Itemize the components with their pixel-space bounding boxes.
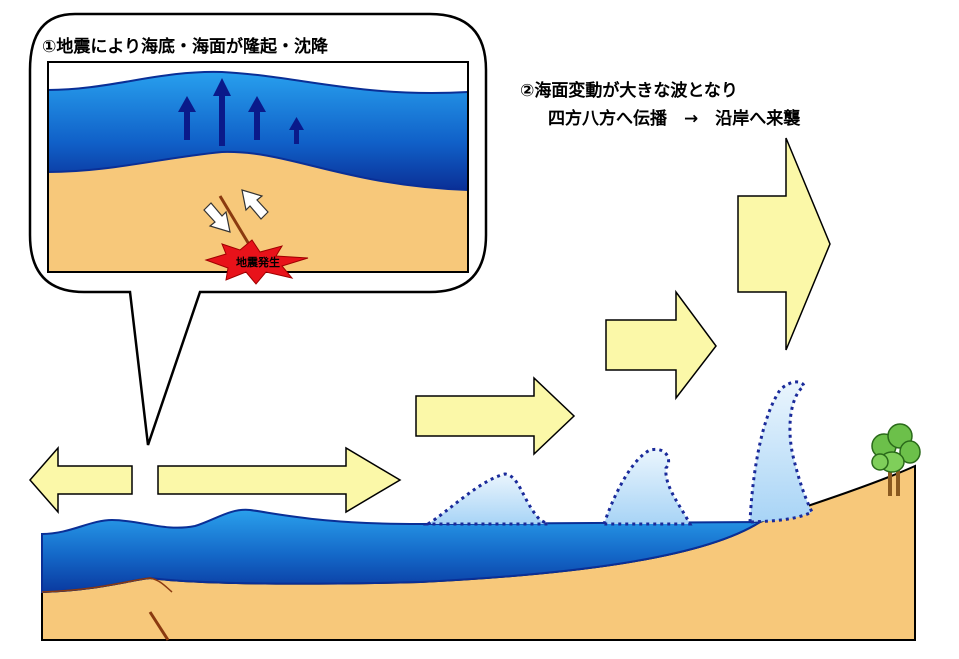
sea xyxy=(41,508,764,594)
inset-fault-line xyxy=(218,195,252,247)
arrow-wave-3 xyxy=(737,137,831,351)
wave-medium xyxy=(601,447,693,526)
uplift-arrow xyxy=(248,96,266,140)
main-fault-line xyxy=(148,611,170,641)
arrow-wave-2 xyxy=(605,289,717,401)
earthquake-burst xyxy=(204,239,309,285)
step2-line1: ②海面変動が大きな波となり xyxy=(520,80,738,101)
wave-large xyxy=(748,380,815,524)
main-cross-section xyxy=(41,464,916,641)
step1-title: ①地震により海底・海面が隆起・沈降 xyxy=(42,36,329,57)
wave-small xyxy=(422,472,549,526)
uplift-arrow xyxy=(213,78,231,146)
slip-arrow-up xyxy=(241,189,269,220)
arrow-left xyxy=(29,446,133,514)
inset-cross-section: 地震発生 xyxy=(47,61,469,285)
coastal-tree-icon xyxy=(871,423,921,496)
step2-line2: 四方八方へ伝播 → 沿岸へ来襲 xyxy=(548,108,801,129)
uplift-arrow xyxy=(289,117,304,144)
uplift-arrows xyxy=(178,78,304,146)
propagation-arrows xyxy=(29,137,831,514)
growing-waves xyxy=(422,380,815,526)
arrow-right-shore xyxy=(157,446,402,514)
uplift-arrow xyxy=(178,96,196,140)
arrow-wave-1 xyxy=(415,376,576,456)
slip-arrows xyxy=(203,189,269,233)
earthquake-label: 地震発生 xyxy=(236,255,280,269)
slip-arrow-down xyxy=(203,202,231,233)
